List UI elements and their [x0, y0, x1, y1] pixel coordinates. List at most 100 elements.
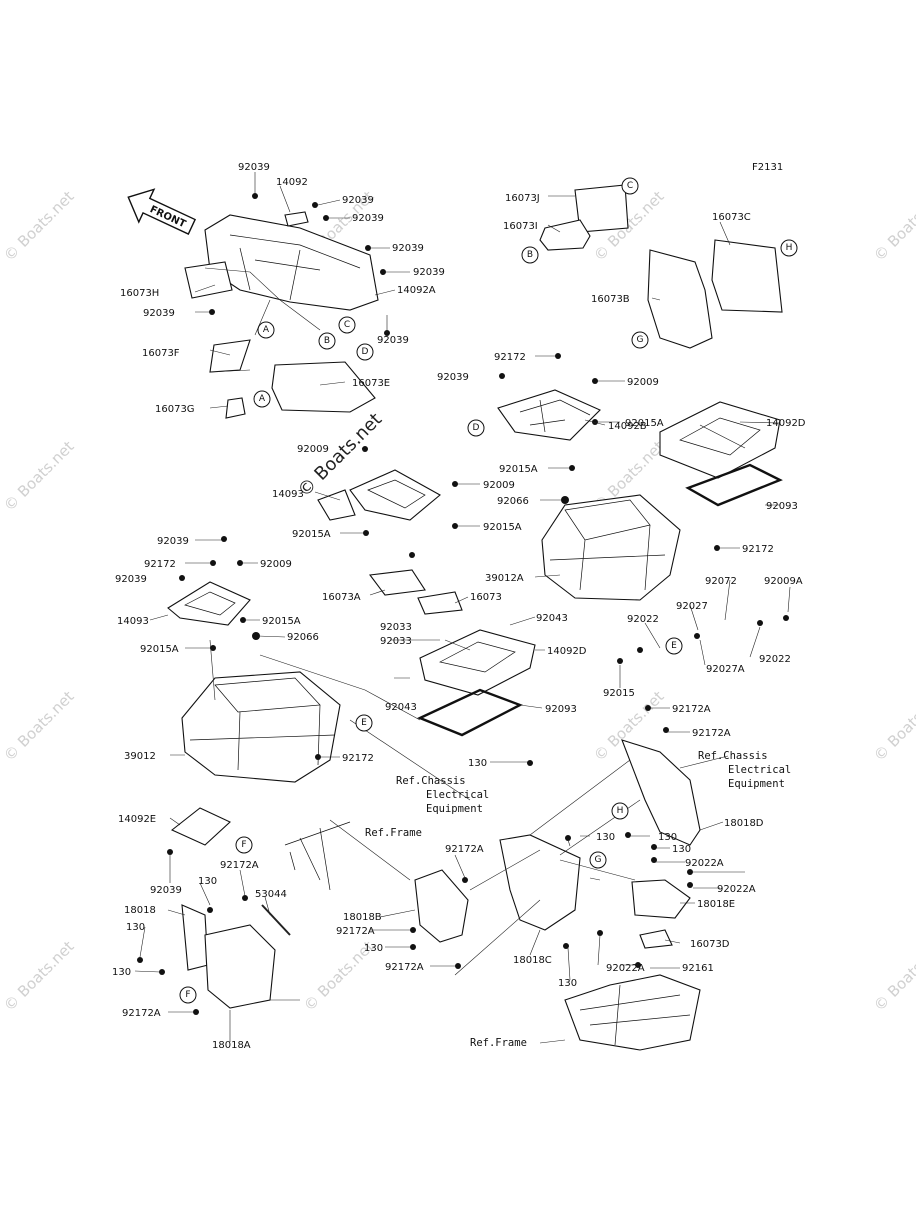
part-label: 92015A [483, 522, 522, 533]
part-label: 92161 [682, 963, 714, 974]
mat-16073E-shape [271, 361, 376, 413]
svg-text:E: E [671, 641, 677, 651]
watermark: © Boats.net [870, 687, 916, 765]
callout-A: A [253, 390, 271, 408]
callout-H: H [780, 239, 798, 257]
figure-code: F2131 [752, 162, 783, 173]
callout-C: C [621, 177, 639, 195]
panel-18018A-shape [204, 924, 276, 1009]
part-label: 92039 [143, 308, 175, 319]
part-label: 16073G [155, 404, 195, 415]
part-label: 14092B [608, 421, 647, 432]
part-label: 39012 [124, 751, 156, 762]
part-label: 130 [112, 967, 131, 978]
cover-14092D-shape [659, 401, 781, 479]
callout-B: B [521, 246, 539, 264]
panel-18018C-shape [499, 834, 581, 931]
ref-chassis-line-3: Equipment [426, 803, 483, 815]
part-label: 92015A [625, 418, 664, 429]
part-label: 18018 [124, 905, 156, 916]
part-label: 92039 [437, 372, 469, 383]
part-label: 130 [126, 922, 145, 933]
console-cover-shape [204, 214, 379, 311]
plate-14093-shape [349, 469, 441, 521]
part-label: 92022 [759, 654, 791, 665]
pad-14092E-shape [170, 807, 231, 846]
pad-16073A-shape [368, 569, 426, 596]
part-label: 16073I [503, 221, 538, 232]
part-label: 16073A [322, 592, 361, 603]
box-39012A-shape [541, 494, 681, 601]
part-label: 130 [558, 978, 577, 989]
pad-16073-shape [417, 591, 463, 615]
ref-chassis-electrical-center: Ref.Chassis Electrical Equipment [396, 775, 489, 815]
callout-B: B [318, 332, 336, 350]
part-label: 92039 [157, 536, 189, 547]
ref-chassis-line-2: Electrical [728, 764, 791, 776]
ref-chassis-electrical-right: Ref.Chassis Electrical Equipment [698, 750, 791, 790]
part-label: 92172 [742, 544, 774, 555]
part-shapes [167, 184, 783, 1051]
leader-lines [134, 172, 791, 1044]
part-label: 92027 [676, 601, 708, 612]
part-label: 92022A [606, 963, 645, 974]
part-label: 18018A [212, 1040, 251, 1051]
ref-chassis-line-1: Ref.Chassis [698, 750, 768, 762]
part-label: 16073D [690, 939, 730, 950]
part-label: 92033 [380, 636, 412, 647]
callout-F: F [235, 836, 253, 854]
callout-G: G [631, 331, 649, 349]
ref-chassis-line-1: Ref.Chassis [396, 775, 466, 787]
part-label: 92172 [494, 352, 526, 363]
part-label: 92039 [352, 213, 384, 224]
svg-text:E: E [361, 718, 367, 728]
svg-text:G: G [595, 855, 602, 865]
part-label: 18018C [513, 955, 552, 966]
part-label: 130 [596, 832, 615, 843]
part-labels: 92039 14092 92039 92039 92039 92039 1409… [112, 162, 806, 1051]
part-label: 130 [198, 876, 217, 887]
part-label: 92015A [499, 464, 538, 475]
part-label: 92015A [140, 644, 179, 655]
part-label: 92009 [297, 444, 329, 455]
part-label: 18018B [343, 912, 382, 923]
callout-H: H [611, 802, 629, 820]
svg-text:B: B [527, 250, 533, 260]
part-label: 92027A [706, 664, 745, 675]
part-label: 92039 [115, 574, 147, 585]
svg-text:A: A [263, 325, 270, 335]
part-label: 92015A [262, 616, 301, 627]
part-label: 130 [364, 943, 383, 954]
part-label: 92009 [483, 480, 515, 491]
part-label: 16073F [142, 348, 180, 359]
part-label: 130 [672, 844, 691, 855]
ref-frame-upper: Ref.Frame [365, 827, 422, 839]
part-label: 92039 [392, 243, 424, 254]
part-label: 16073J [505, 193, 540, 204]
part-label: 16073B [591, 294, 630, 305]
part-label: 92043 [385, 702, 417, 713]
watermark: © Boats.net [0, 187, 78, 265]
svg-text:F: F [185, 990, 190, 1000]
watermark: © Boats.net [0, 437, 78, 515]
plate-14093-left-shape [167, 581, 251, 626]
callout-E: E [355, 714, 373, 732]
svg-text:D: D [473, 423, 480, 433]
part-label: 92039 [238, 162, 270, 173]
part-label: 16073 [470, 592, 502, 603]
svg-text:F: F [241, 840, 246, 850]
part-label: 92015 [603, 688, 635, 699]
svg-text:H: H [617, 806, 624, 816]
ref-chassis-line-3: Equipment [728, 778, 785, 790]
box-39012-shape [181, 671, 341, 783]
panel-18018E-shape [631, 879, 691, 919]
part-label: 92172 [144, 559, 176, 570]
svg-text:D: D [362, 347, 369, 357]
part-label: 14093 [117, 616, 149, 627]
part-label: 92172A [385, 962, 424, 973]
part-label: 92066 [497, 496, 529, 507]
part-label: 92172A [336, 926, 375, 937]
callout-D: D [467, 419, 485, 437]
